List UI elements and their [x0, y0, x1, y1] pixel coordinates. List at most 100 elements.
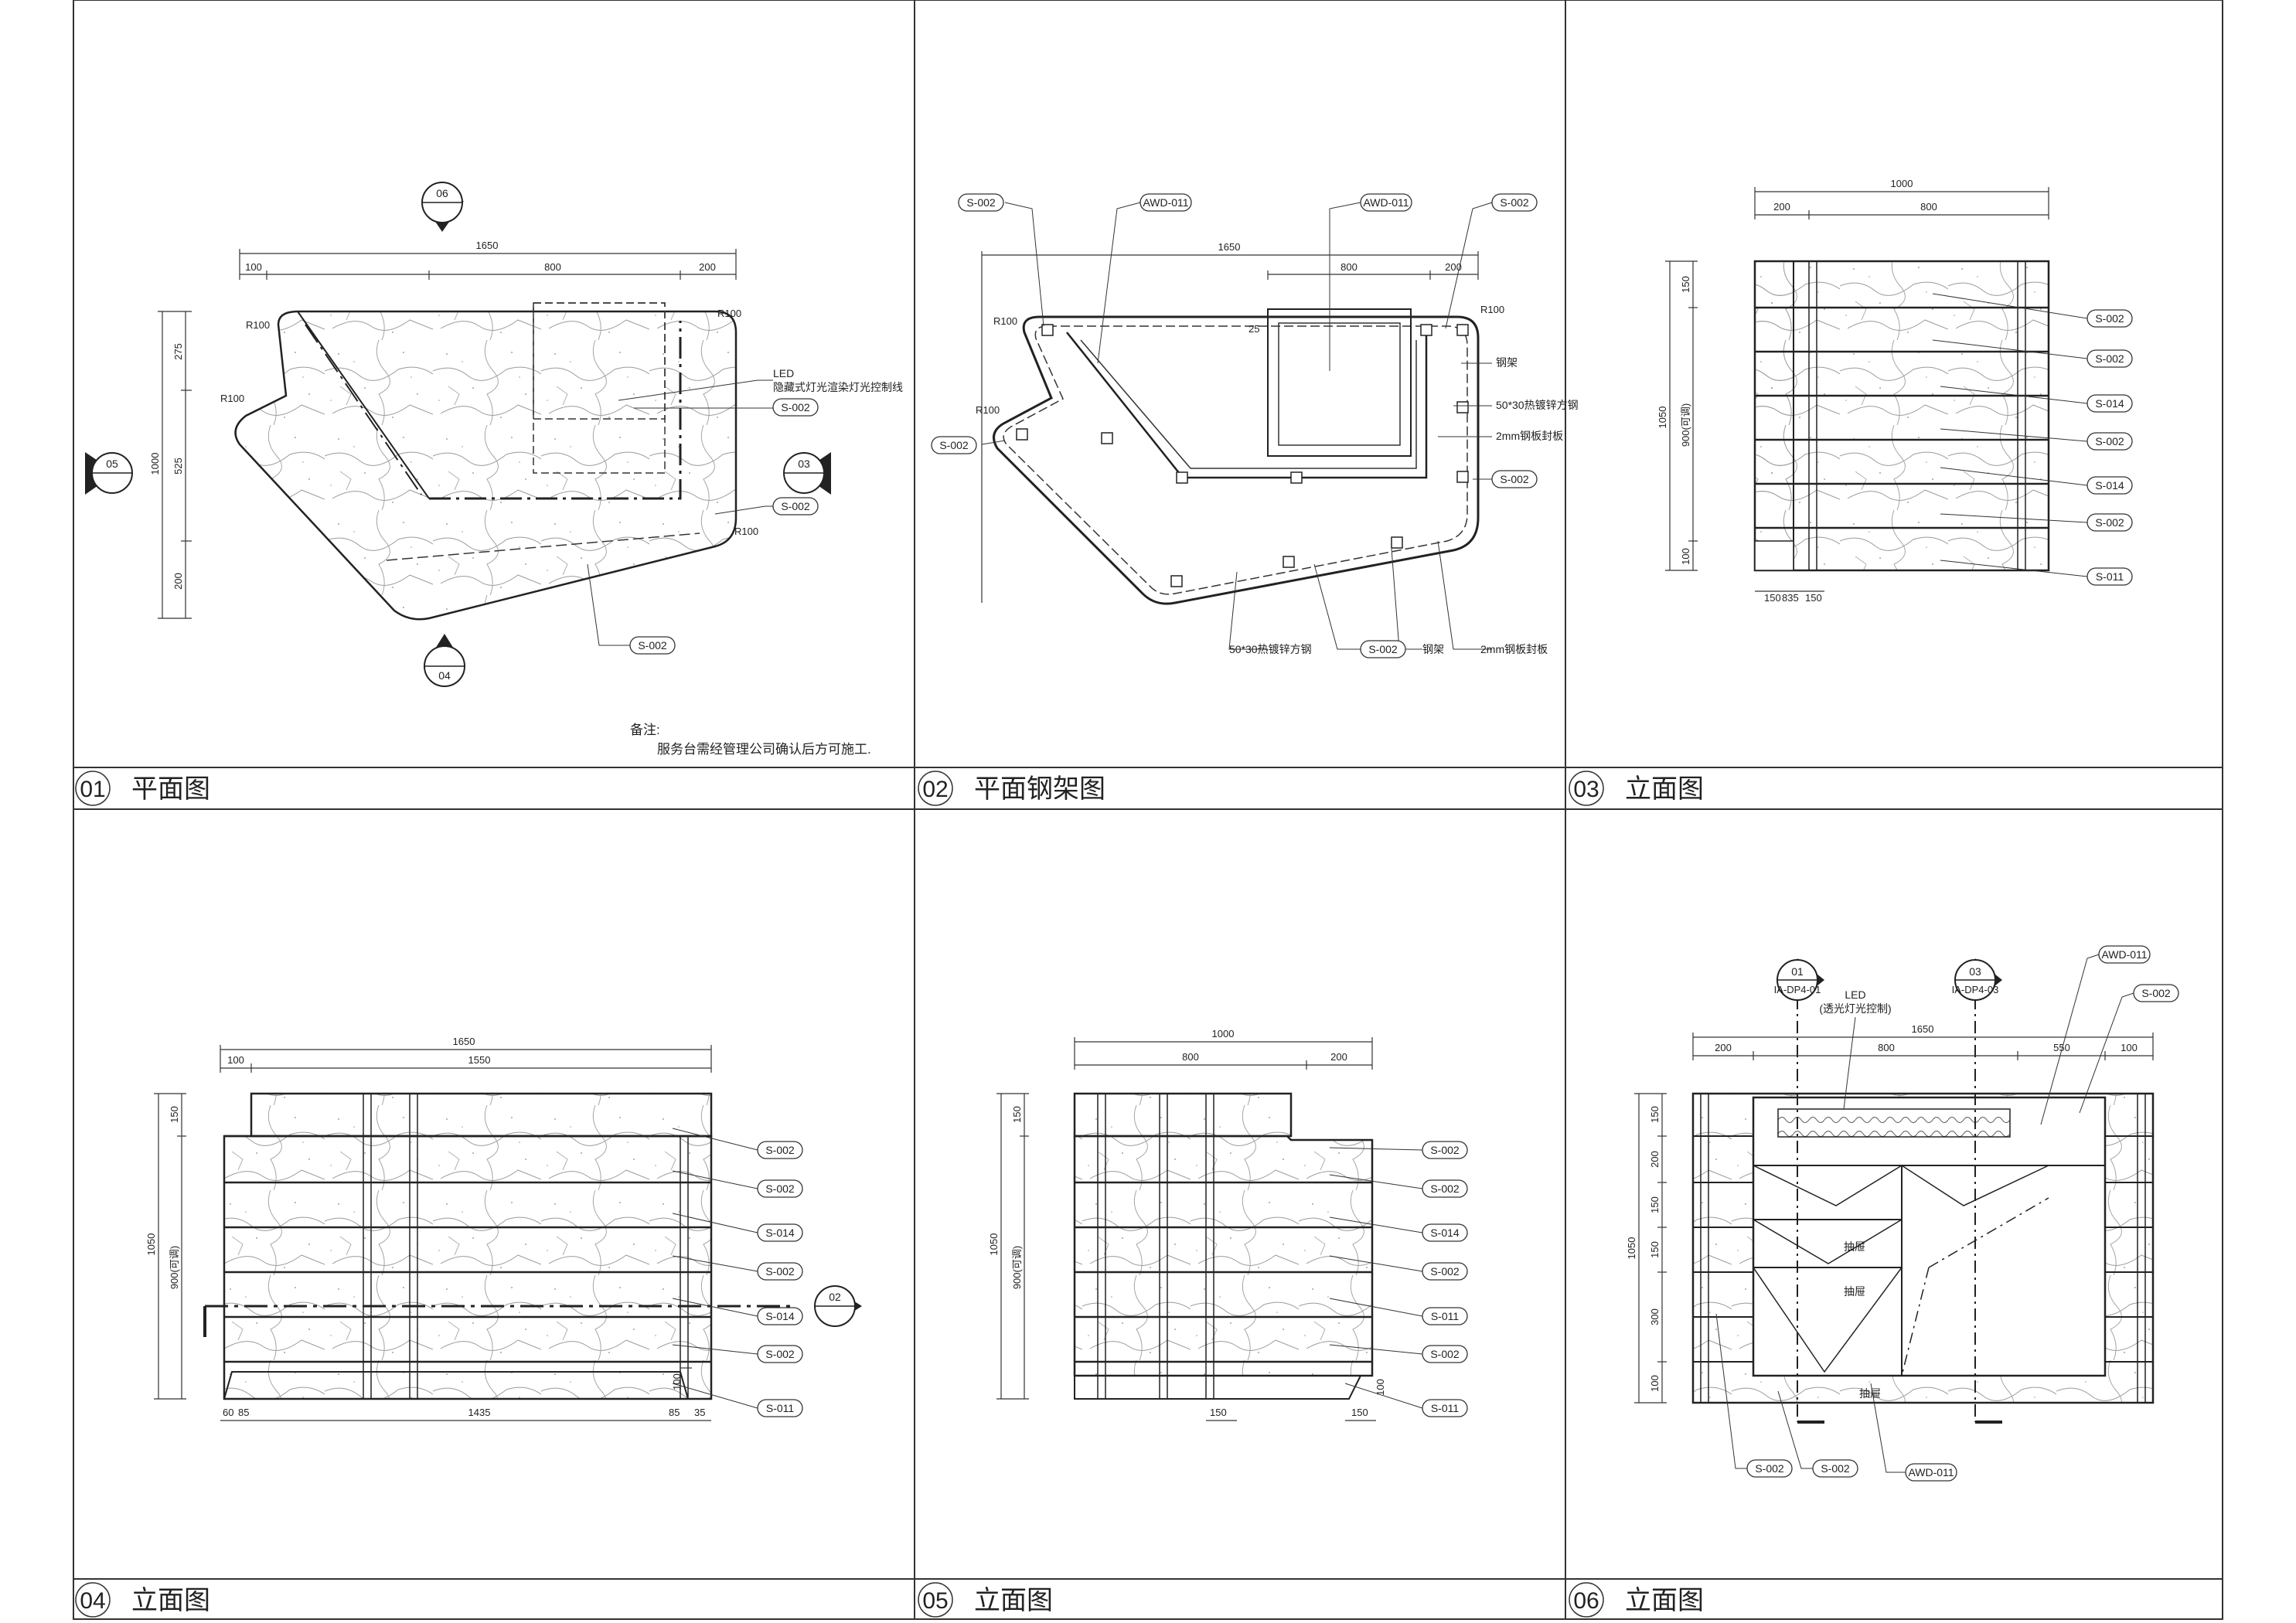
svg-text:01: 01 [80, 777, 105, 802]
svg-text:S-002: S-002 [1430, 1348, 1460, 1360]
panel-title-02: 02 平面钢架图 [918, 771, 1105, 806]
svg-text:50*30热镀锌方钢: 50*30热镀锌方钢 [1229, 643, 1312, 655]
svg-text:S-002: S-002 [781, 401, 810, 413]
svg-text:100: 100 [1375, 1379, 1386, 1396]
svg-text:800: 800 [1340, 261, 1358, 273]
material-tag: AWD-011 [1905, 1463, 1957, 1482]
material-tag: AWD-011 [2098, 945, 2151, 964]
svg-text:200: 200 [1445, 261, 1462, 273]
svg-text:S-014: S-014 [2095, 479, 2124, 492]
section-marker-03: 03 IA-DP4-03 [1952, 958, 2002, 1002]
svg-text:1050: 1050 [145, 1233, 157, 1256]
svg-text:1650: 1650 [453, 1036, 475, 1047]
svg-text:100: 100 [1680, 548, 1691, 565]
svg-text:1550: 1550 [468, 1054, 491, 1066]
material-tag: S-002 [1746, 1459, 1793, 1478]
svg-text:1435: 1435 [468, 1407, 491, 1418]
svg-text:IA-DP4-03: IA-DP4-03 [1952, 984, 1999, 995]
svg-text:1050: 1050 [1657, 407, 1668, 429]
svg-text:抽屉: 抽屉 [1859, 1387, 1881, 1400]
svg-text:150: 150 [169, 1106, 180, 1123]
svg-text:S-011: S-011 [766, 1402, 795, 1414]
material-tag: AWD-011 [1360, 193, 1412, 212]
svg-text:200: 200 [699, 261, 716, 273]
svg-text:150: 150 [1805, 592, 1822, 604]
svg-text:200: 200 [1773, 201, 1790, 213]
material-tag: S-002 [1422, 1345, 1468, 1363]
svg-text:06: 06 [436, 187, 448, 199]
section-marker-01: 01 IA-DP4-01 [1774, 958, 1824, 1002]
svg-text:备注:: 备注: [630, 723, 660, 737]
svg-text:LED: LED [773, 367, 794, 379]
svg-text:02: 02 [922, 777, 948, 802]
svg-text:AWD-011: AWD-011 [1143, 196, 1188, 209]
svg-text:S-002: S-002 [1430, 1182, 1460, 1195]
steel-frame-plan: 1650 800 200 25 R100 R100 R100 S-002 [931, 193, 1579, 658]
svg-text:S-002: S-002 [2095, 435, 2124, 447]
svg-text:S-002: S-002 [1430, 1144, 1460, 1156]
svg-text:R100: R100 [1480, 304, 1504, 315]
svg-text:抽屉: 抽屉 [1844, 1285, 1865, 1298]
svg-text:AWD-011: AWD-011 [1363, 196, 1409, 209]
panel-title-01: 01 平面图 [75, 771, 210, 806]
svg-text:2mm钢板封板: 2mm钢板封板 [1480, 643, 1548, 655]
svg-text:AWD-011: AWD-011 [1908, 1466, 1954, 1478]
svg-text:S-002: S-002 [2095, 312, 2124, 325]
svg-text:900(可调): 900(可调) [169, 1246, 180, 1289]
svg-text:S-011: S-011 [1431, 1402, 1460, 1414]
svg-text:900(可调): 900(可调) [1011, 1246, 1023, 1289]
material-tag: S-014 [2086, 476, 2133, 495]
panel-title-05: 05 立面图 [918, 1582, 1053, 1618]
svg-text:150: 150 [1680, 276, 1691, 293]
svg-text:S-002: S-002 [2095, 352, 2124, 365]
svg-text:200: 200 [1715, 1042, 1732, 1053]
material-tag: AWD-011 [1139, 193, 1192, 212]
svg-text:S-002: S-002 [765, 1265, 795, 1278]
svg-text:立面图: 立面图 [974, 1586, 1053, 1615]
svg-text:S-014: S-014 [2095, 397, 2124, 410]
svg-text:S-002: S-002 [2095, 516, 2124, 529]
material-tag: S-002 [2086, 309, 2133, 328]
material-tag: S-011 [1422, 1399, 1468, 1417]
material-tag: S-002 [757, 1262, 803, 1281]
svg-text:IA-DP4-01: IA-DP4-01 [1774, 984, 1821, 995]
material-tag: S-002 [2086, 432, 2133, 451]
svg-text:R100: R100 [220, 393, 244, 404]
svg-text:S-011: S-011 [2096, 570, 2124, 583]
svg-text:01: 01 [1791, 965, 1804, 978]
section-marker-02: 02 [814, 1285, 862, 1327]
svg-text:150: 150 [1011, 1106, 1023, 1123]
svg-text:S-002: S-002 [1500, 196, 1529, 209]
svg-text:1650: 1650 [476, 240, 499, 251]
svg-text:1000: 1000 [1891, 178, 1913, 189]
panel-title-06: 06 立面图 [1569, 1582, 1704, 1618]
svg-text:1650: 1650 [1218, 241, 1241, 253]
svg-text:1000: 1000 [1212, 1028, 1235, 1039]
material-tag: S-002 [757, 1179, 803, 1198]
svg-text:服务台需经管理公司确认后方可施工.: 服务台需经管理公司确认后方可施工. [657, 742, 871, 757]
svg-text:立面图: 立面图 [131, 1586, 210, 1615]
material-tag: S-002 [772, 497, 819, 515]
svg-text:05: 05 [922, 1588, 948, 1614]
svg-text:S-002: S-002 [1500, 473, 1529, 485]
svg-text:03: 03 [1573, 777, 1599, 802]
svg-text:835: 835 [1782, 592, 1799, 604]
svg-text:1050: 1050 [1626, 1237, 1637, 1260]
plan-dimensions [158, 249, 737, 619]
svg-text:02: 02 [829, 1291, 841, 1303]
plan-view: 1650 100 800 200 1000 275 525 200 R100 R… [85, 182, 903, 757]
elevation-06: 抽屉 抽屉 抽屉 01 IA-DP4-01 03 IA-DP4-03 LED (… [1626, 945, 2179, 1482]
svg-text:R100: R100 [246, 319, 270, 331]
elevation-05: 1000 800 200 1050 150 900(可调) 150 150 10… [988, 1028, 1468, 1421]
svg-text:100: 100 [245, 261, 262, 273]
svg-text:150: 150 [1649, 1106, 1661, 1123]
section-marker-right: 03 [783, 452, 831, 495]
material-tag: S-011 [2086, 567, 2133, 586]
svg-text:04: 04 [438, 669, 451, 682]
panel-title-03: 03 立面图 [1569, 771, 1704, 806]
svg-text:S-002: S-002 [1755, 1462, 1784, 1475]
svg-text:抽屉: 抽屉 [1844, 1240, 1865, 1253]
svg-text:(透光灯光控制): (透光灯光控制) [1819, 1002, 1891, 1015]
svg-text:S-011: S-011 [1431, 1310, 1460, 1322]
svg-text:200: 200 [172, 573, 184, 590]
